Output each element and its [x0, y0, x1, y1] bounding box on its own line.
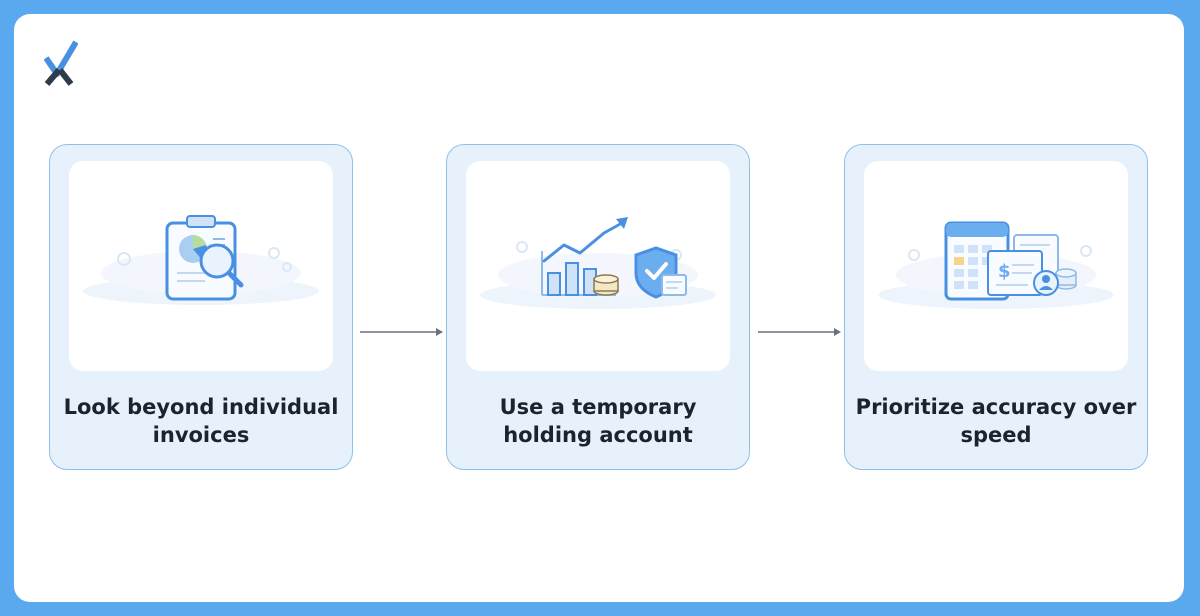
growth-chart-shield-icon: [480, 217, 716, 309]
clipboard-chart-magnifier-icon: [83, 215, 319, 305]
step-illustration-2: [466, 161, 730, 371]
step-card-1: Look beyond individual invoices: [49, 144, 353, 470]
step-label-1: Look beyond individual invoices: [63, 395, 339, 447]
step-illustration-1: [69, 161, 333, 371]
arrow-right-icon: [758, 328, 841, 336]
diagram-canvas: Look beyond individual invoices: [14, 14, 1184, 602]
step-label-2: Use a temporary holding account: [499, 395, 697, 447]
arrow-right-icon: [360, 328, 443, 336]
step-illustration-3: $: [864, 161, 1128, 371]
step-card-3: $ Prioritize accuracy over speed: [844, 144, 1148, 470]
brand-logo-icon: [44, 40, 78, 86]
step-card-2: Use a temporary holding account: [446, 144, 750, 470]
svg-text:$: $: [998, 261, 1011, 282]
calculator-documents-icon: $: [878, 221, 1114, 309]
step-label-3: Prioritize accuracy over speed: [855, 395, 1137, 447]
